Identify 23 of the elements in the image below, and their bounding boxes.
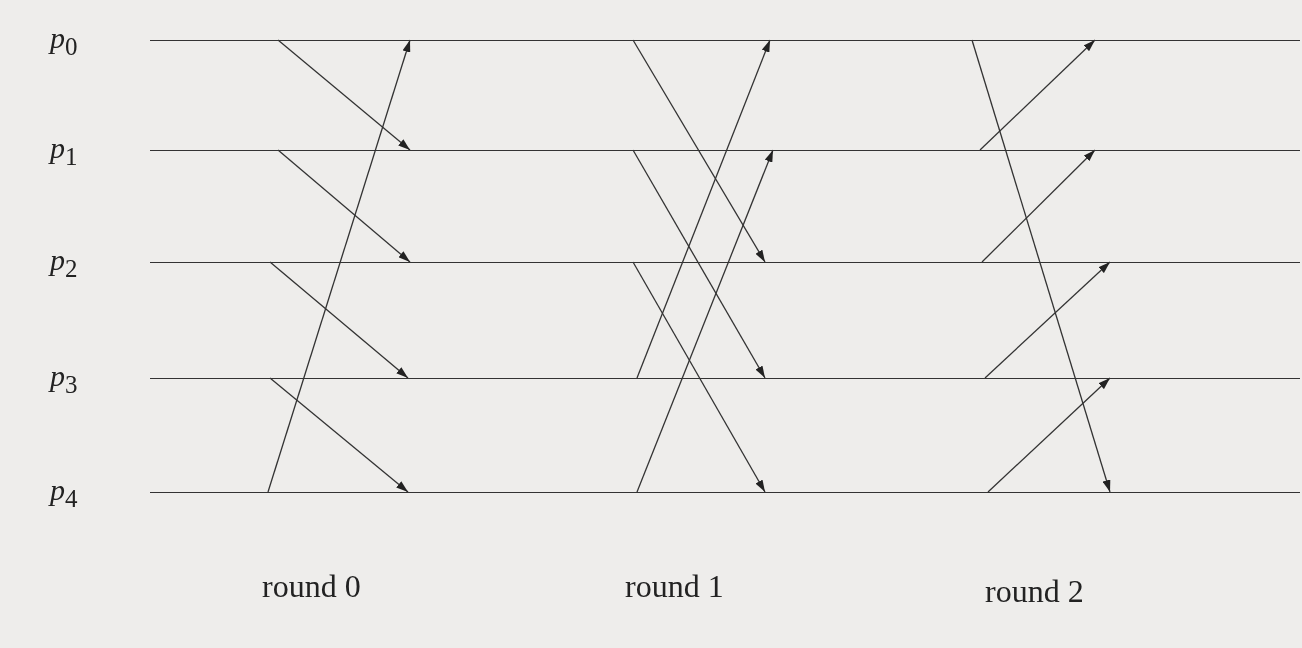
message-arrow: [636, 39, 771, 379]
round-label: round 0: [262, 570, 361, 602]
message-arrow: [979, 39, 1096, 151]
message-arrow: [277, 149, 411, 263]
message-arrow: [984, 261, 1111, 379]
message-arrow: [269, 377, 409, 493]
process-label: p$_{2}$: [50, 245, 78, 281]
message-arrow: [636, 149, 774, 493]
message-arrow: [632, 39, 766, 263]
process-label: p$_{3}$: [50, 361, 78, 397]
process-label: p$_{0}$: [50, 23, 78, 59]
process-label: p$_{1}$: [50, 133, 78, 169]
message-arrow: [632, 149, 766, 379]
message-arrow: [971, 39, 1111, 493]
round-label: round 2: [985, 575, 1084, 607]
message-arrow: [987, 377, 1111, 493]
message-arrow: [267, 39, 411, 493]
message-arrow: [632, 261, 766, 493]
message-arrow: [981, 149, 1096, 263]
process-label: p$_{4}$: [50, 475, 78, 511]
message-arrow: [277, 39, 411, 151]
message-arrow: [269, 261, 409, 379]
round-label: round 1: [625, 570, 724, 602]
